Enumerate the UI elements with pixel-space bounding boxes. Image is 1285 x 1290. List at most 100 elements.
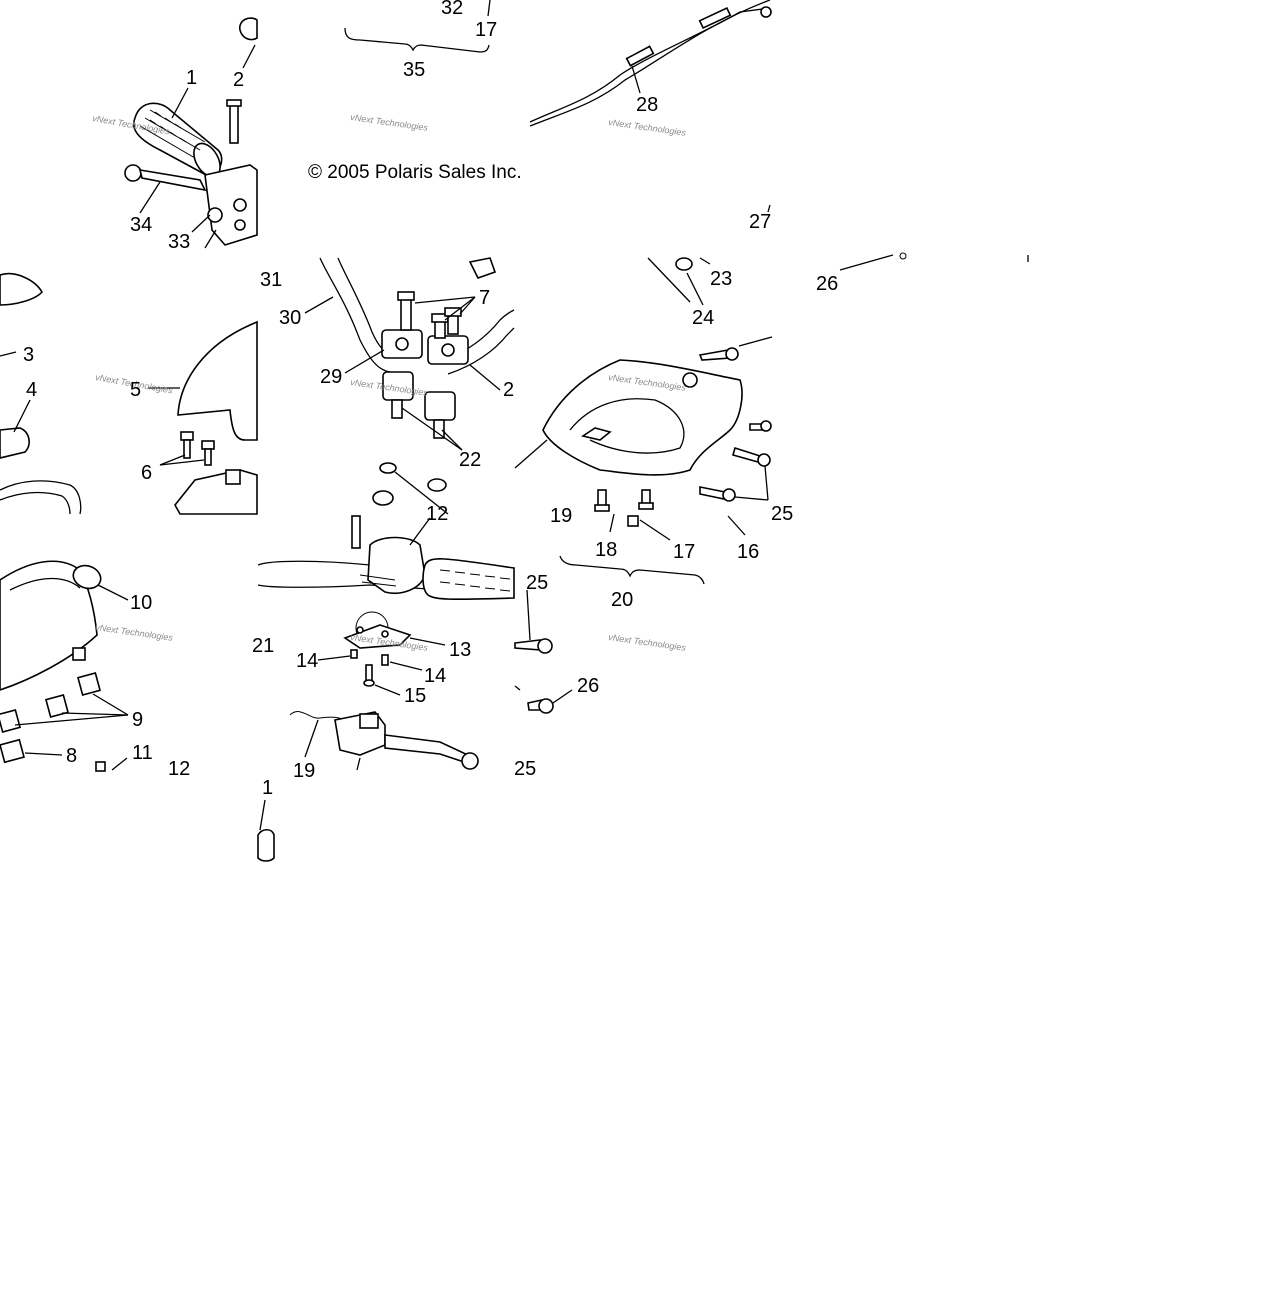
blank-area bbox=[0, 868, 1285, 1285]
leader-line bbox=[459, 296, 476, 315]
screw-head-part bbox=[363, 679, 375, 687]
brace-35 bbox=[344, 27, 490, 53]
cable-end-part bbox=[760, 6, 772, 18]
callout-number: 9 bbox=[132, 709, 143, 731]
leader-line bbox=[14, 714, 129, 726]
callout-number: 15 bbox=[404, 685, 426, 707]
pin-part bbox=[351, 515, 361, 549]
callout-number: 25 bbox=[526, 572, 548, 594]
screw-part bbox=[514, 638, 553, 654]
leader-line bbox=[139, 181, 161, 214]
leader-line bbox=[0, 351, 17, 357]
leader-line bbox=[242, 44, 256, 69]
leader-line bbox=[24, 752, 63, 756]
callout-number: 14 bbox=[296, 650, 318, 672]
callout-number: 19 bbox=[550, 505, 572, 527]
cover-hole bbox=[682, 372, 698, 388]
riser-part bbox=[382, 371, 456, 439]
washer-part bbox=[379, 462, 397, 474]
callout-number: 3 bbox=[23, 344, 34, 366]
leader-line bbox=[344, 349, 385, 374]
clip-nut-part bbox=[225, 469, 241, 485]
callout-number: 30 bbox=[279, 307, 301, 329]
leader-line bbox=[441, 429, 463, 451]
hand-grip-part bbox=[257, 828, 275, 862]
headlight-cover-part bbox=[542, 359, 743, 476]
leader-line bbox=[647, 257, 691, 303]
callout-number: 2 bbox=[503, 379, 514, 401]
cover-ridge bbox=[9, 577, 81, 591]
callout-number: 4 bbox=[26, 379, 37, 401]
screw-part bbox=[527, 698, 554, 714]
hand-grip-part bbox=[422, 558, 515, 601]
cap-part bbox=[72, 564, 102, 590]
cover-recess bbox=[569, 398, 685, 454]
handlebar-part bbox=[257, 560, 515, 571]
leader-line bbox=[514, 685, 521, 691]
leader-line bbox=[171, 87, 189, 119]
screw-part bbox=[698, 347, 772, 502]
handlebar-part bbox=[319, 257, 391, 373]
tile-grip-lever: vNext Technologies bbox=[92, 17, 258, 249]
watermark-text: vNext Technologies bbox=[608, 117, 687, 138]
callout-number: 26 bbox=[816, 273, 838, 295]
leader-line bbox=[356, 757, 361, 771]
copyright-text: © 2005 Polaris Sales Inc. bbox=[308, 162, 522, 183]
clip-nut-part bbox=[72, 647, 86, 661]
callout-number: 14 bbox=[424, 665, 446, 687]
hand-grip-part bbox=[133, 102, 223, 178]
leader-line bbox=[259, 799, 266, 831]
clamp-bolt-part bbox=[397, 291, 462, 339]
pin-part bbox=[229, 102, 239, 144]
callout-number: 1 bbox=[186, 67, 197, 89]
lever-ball-part bbox=[461, 752, 479, 770]
clip-nut-part bbox=[0, 671, 102, 764]
callout-number: 10 bbox=[130, 592, 152, 614]
tile-pod: vNext Technologies bbox=[0, 273, 258, 515]
watermark-text: vNext Technologies bbox=[350, 112, 429, 133]
callout-number: 24 bbox=[692, 307, 714, 329]
top-cover-part bbox=[0, 560, 98, 691]
cover-piece-part bbox=[0, 273, 43, 306]
callout-number: 12 bbox=[426, 503, 448, 525]
leader-line bbox=[61, 712, 129, 716]
pin-head-part bbox=[226, 99, 242, 107]
callout-number: 19 bbox=[293, 760, 315, 782]
leader-line bbox=[609, 513, 615, 533]
callout-number: 31 bbox=[260, 269, 282, 291]
callout-number: 21 bbox=[252, 635, 274, 657]
brake-lever-part bbox=[124, 164, 207, 192]
handlebar-part bbox=[0, 480, 82, 515]
cable-adjuster-part bbox=[698, 6, 732, 30]
callout-number: 32 bbox=[441, 0, 463, 19]
leader-line bbox=[514, 439, 548, 469]
leader-line bbox=[409, 517, 431, 546]
callout-number: 22 bbox=[459, 449, 481, 471]
bolt-part bbox=[594, 489, 654, 527]
leader-line bbox=[549, 689, 573, 706]
leader-line bbox=[394, 471, 449, 515]
clip-nut-part bbox=[468, 257, 497, 279]
cover-tab bbox=[581, 427, 612, 441]
callout-number: 11 bbox=[132, 742, 153, 764]
leader-line bbox=[159, 459, 205, 466]
handlebar-part bbox=[257, 584, 515, 596]
watermark-text: vNext Technologies bbox=[608, 632, 687, 653]
callout-number: 16 bbox=[737, 541, 759, 563]
grip-texture bbox=[439, 569, 511, 592]
watermark-text: vNext Technologies bbox=[95, 622, 174, 643]
nut-part bbox=[95, 761, 106, 772]
callout-number: 1 bbox=[262, 777, 273, 799]
leader-line bbox=[727, 515, 746, 536]
callout-number: 13 bbox=[449, 639, 471, 661]
callout-number: 29 bbox=[320, 366, 342, 388]
tile-headlight-cover: vNext Technologies bbox=[514, 257, 773, 585]
leader-line bbox=[639, 519, 671, 541]
leader-line bbox=[111, 757, 128, 771]
callout-number: 20 bbox=[611, 589, 633, 611]
tile-lower-cover: vNext Technologies bbox=[0, 560, 174, 772]
lever-housing-part bbox=[204, 164, 258, 246]
switch-housing-part bbox=[0, 427, 30, 459]
handlebar-part bbox=[447, 327, 515, 375]
leader-line bbox=[734, 496, 769, 501]
